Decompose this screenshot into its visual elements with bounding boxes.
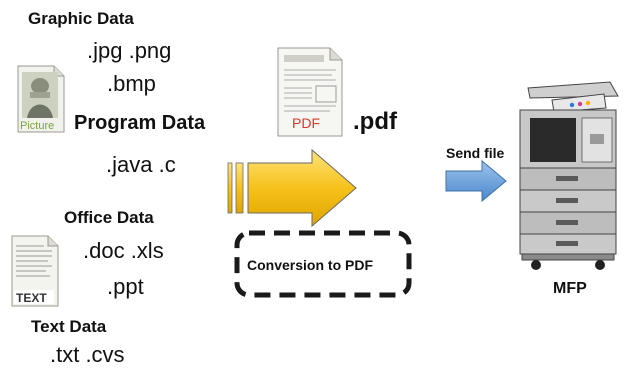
- picture-icon-label: Picture: [20, 120, 54, 132]
- conversion-arrow: [227, 148, 357, 228]
- program-data-ext: .java .c: [106, 152, 176, 177]
- text-icon-label-bg: [14, 290, 54, 304]
- text-file-icon: [11, 235, 59, 307]
- office-data-heading: Office Data: [64, 208, 154, 227]
- send-file-label: Send file: [446, 145, 505, 161]
- pdf-output-label: .pdf: [353, 108, 397, 135]
- conversion-box: [234, 230, 412, 298]
- text-data-ext: .txt .cvs: [50, 342, 125, 367]
- picture-file-icon: [17, 65, 65, 133]
- program-data-heading: Program Data: [74, 112, 206, 134]
- conversion-label: Conversion to PDF: [247, 257, 374, 273]
- pdf-file-icon: [277, 47, 343, 137]
- text-data-heading: Text Data: [31, 317, 107, 336]
- office-data-ext-line2: .ppt: [107, 274, 144, 299]
- mfp-printer-icon: [519, 81, 619, 270]
- graphic-data-ext-line2: .bmp: [107, 71, 156, 96]
- mfp-label: MFP: [553, 280, 587, 297]
- text-icon-label: TEXT: [16, 291, 47, 305]
- graphic-data-heading: Graphic Data: [28, 9, 134, 28]
- send-arrow: [445, 159, 507, 203]
- pdf-icon-label: PDF: [292, 115, 320, 131]
- office-data-ext-line1: .doc .xls: [83, 238, 164, 263]
- graphic-data-ext-line1: .jpg .png: [87, 38, 172, 63]
